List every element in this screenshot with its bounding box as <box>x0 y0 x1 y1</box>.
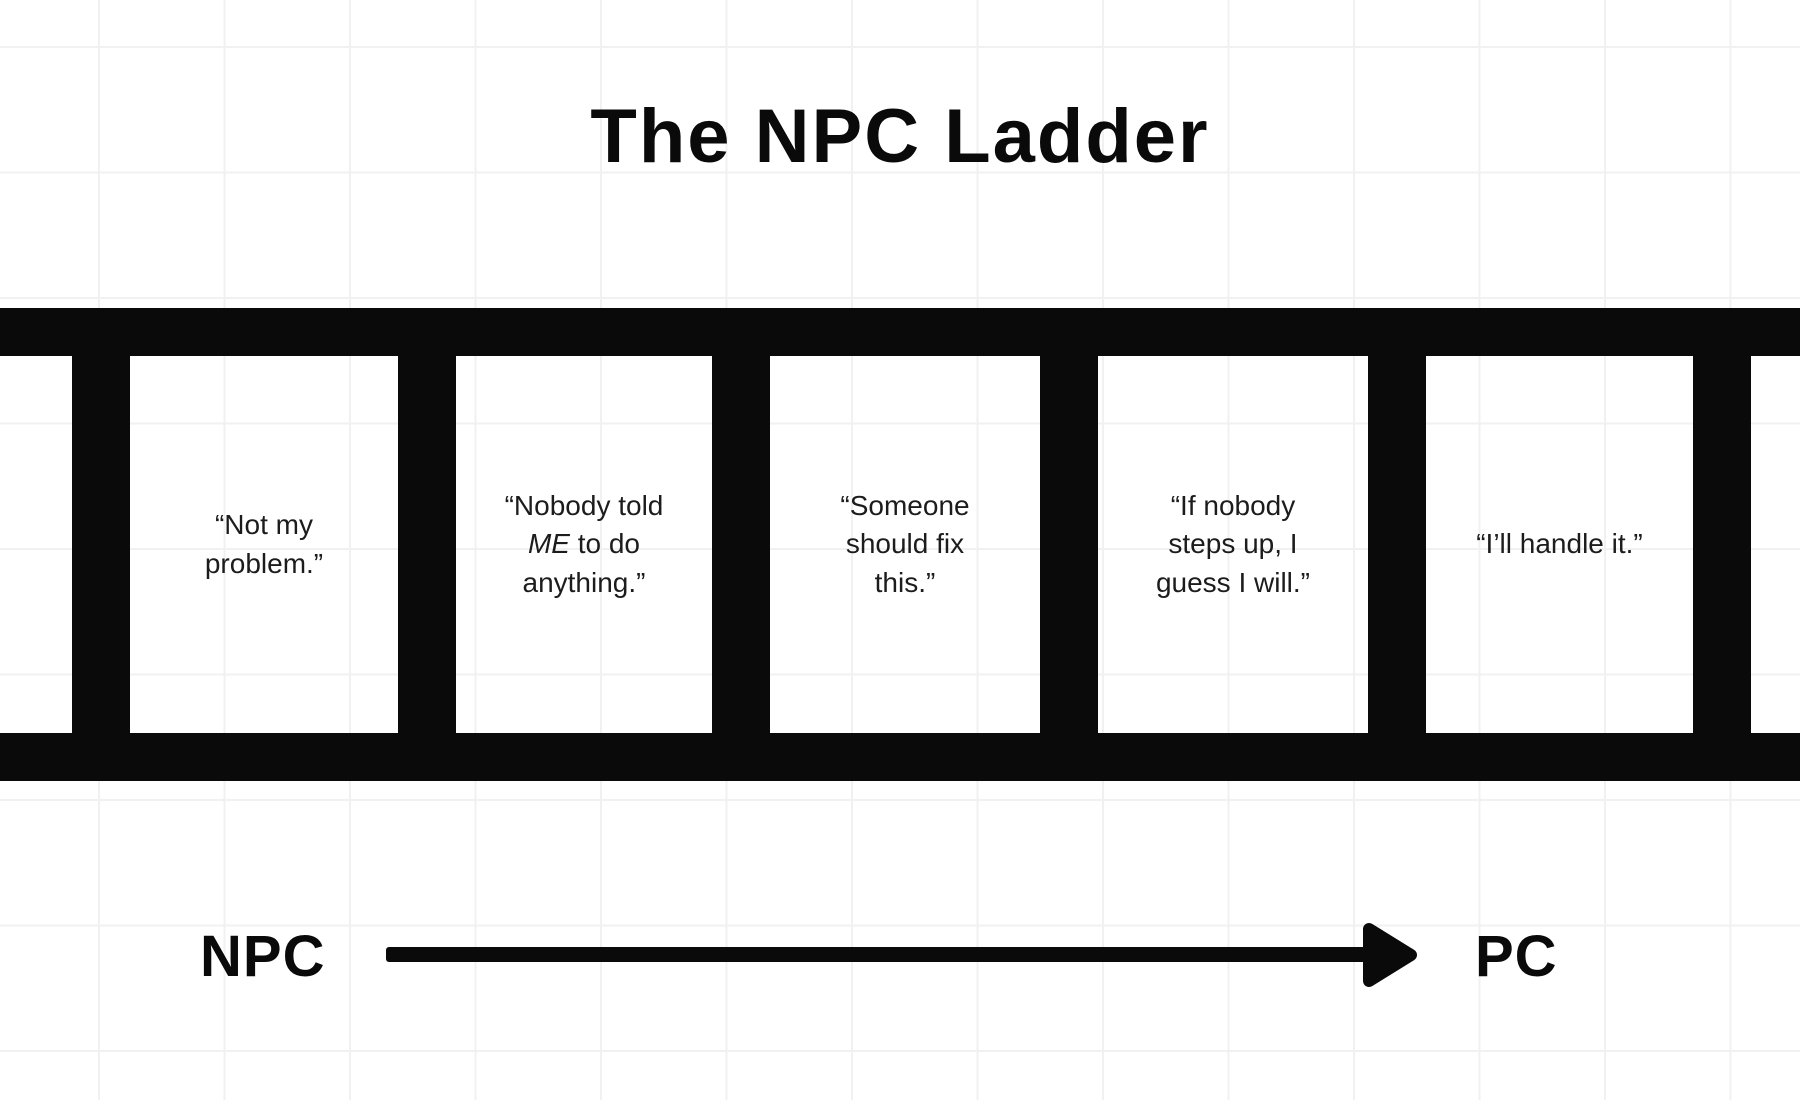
ladder-row: “Not my problem.” “Nobody told ME to do … <box>0 356 1800 733</box>
ladder-rung-1 <box>72 356 130 733</box>
ladder-step-4: “If nobody steps up, I guess I will.” <box>1098 356 1368 733</box>
step-quote-1: “Not my problem.” <box>204 509 324 579</box>
ladder-step-3: “Someone should fix this.” <box>770 356 1040 733</box>
ladder-rung-2 <box>398 356 456 733</box>
step-quote-2: “Nobody told ME to do anything.” <box>505 487 664 601</box>
ladder-rung-3 <box>712 356 770 733</box>
ladder-top-rail <box>0 308 1800 356</box>
step-quote-5: “I’ll handle it.” <box>1476 528 1643 560</box>
ladder-step-2: “Nobody told ME to do anything.” <box>456 356 712 733</box>
ladder-bottom-rail <box>0 733 1800 781</box>
page-title: The NPC Ladder <box>590 94 1210 179</box>
ladder-rung-5 <box>1368 356 1426 733</box>
ladder-edge-cell-left <box>0 356 72 733</box>
step-quote-2-post: to do anything.” <box>522 528 646 598</box>
axis-end-label: PC <box>1475 924 1558 989</box>
ladder-edge-cell-right <box>1751 356 1800 733</box>
ladder-step-5: “I’ll handle it.” <box>1426 356 1693 733</box>
axis-start-label: NPC <box>200 924 326 989</box>
step-quote-2-pre: “Nobody told <box>504 490 664 522</box>
ladder-rung-4 <box>1040 356 1098 733</box>
ladder-step-1: “Not my problem.” <box>130 356 398 733</box>
ladder-rung-6 <box>1693 356 1751 733</box>
step-quote-2-emphasis: ME <box>527 528 570 560</box>
ladder-diagram: “Not my problem.” “Nobody told ME to do … <box>0 308 1800 781</box>
right-arrow-icon <box>386 923 1417 987</box>
step-quote-4: “If nobody steps up, I guess I will.” <box>1155 490 1311 598</box>
step-quote-3: “Someone should fix this.” <box>840 490 970 598</box>
